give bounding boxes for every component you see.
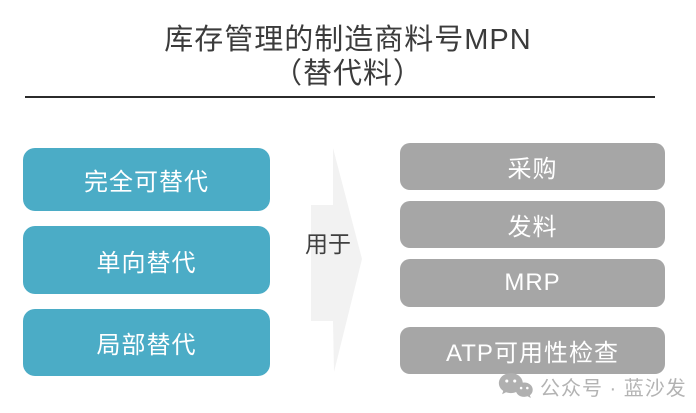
left-box-label: 单向替代: [96, 249, 197, 277]
right-box-label: MRP: [504, 269, 561, 296]
left-box-label: 完全可替代: [84, 169, 209, 196]
left-box-fully-interchangeable: 完全可替代: [23, 148, 270, 211]
left-box-partial-substitute: 局部替代: [23, 309, 270, 376]
arrow-label: 用于: [305, 231, 351, 257]
right-box-atp-check: ATP可用性检查: [400, 327, 665, 374]
title-line-2: （替代料）: [272, 58, 423, 90]
right-box-label: ATP可用性检查: [446, 340, 619, 367]
title-line-1: 库存管理的制造商料号MPN: [164, 24, 532, 56]
watermark-text: 公众号 · 蓝沙发: [540, 378, 687, 400]
right-box-procurement: 采购: [400, 143, 665, 190]
left-box-label: 局部替代: [96, 332, 197, 359]
title-divider: [25, 96, 655, 98]
left-box-one-way-substitute: 单向替代: [23, 226, 270, 294]
wechat-icon: [498, 372, 533, 398]
right-box-label: 发料: [507, 214, 558, 241]
page-title: 库存管理的制造商料号MPN （替代料）: [0, 23, 696, 91]
right-box-label: 采购: [507, 156, 558, 183]
right-box-goods-issue: 发料: [400, 201, 665, 248]
watermark: 公众号 · 蓝沙发: [498, 371, 687, 402]
right-box-mrp: MRP: [400, 259, 665, 307]
